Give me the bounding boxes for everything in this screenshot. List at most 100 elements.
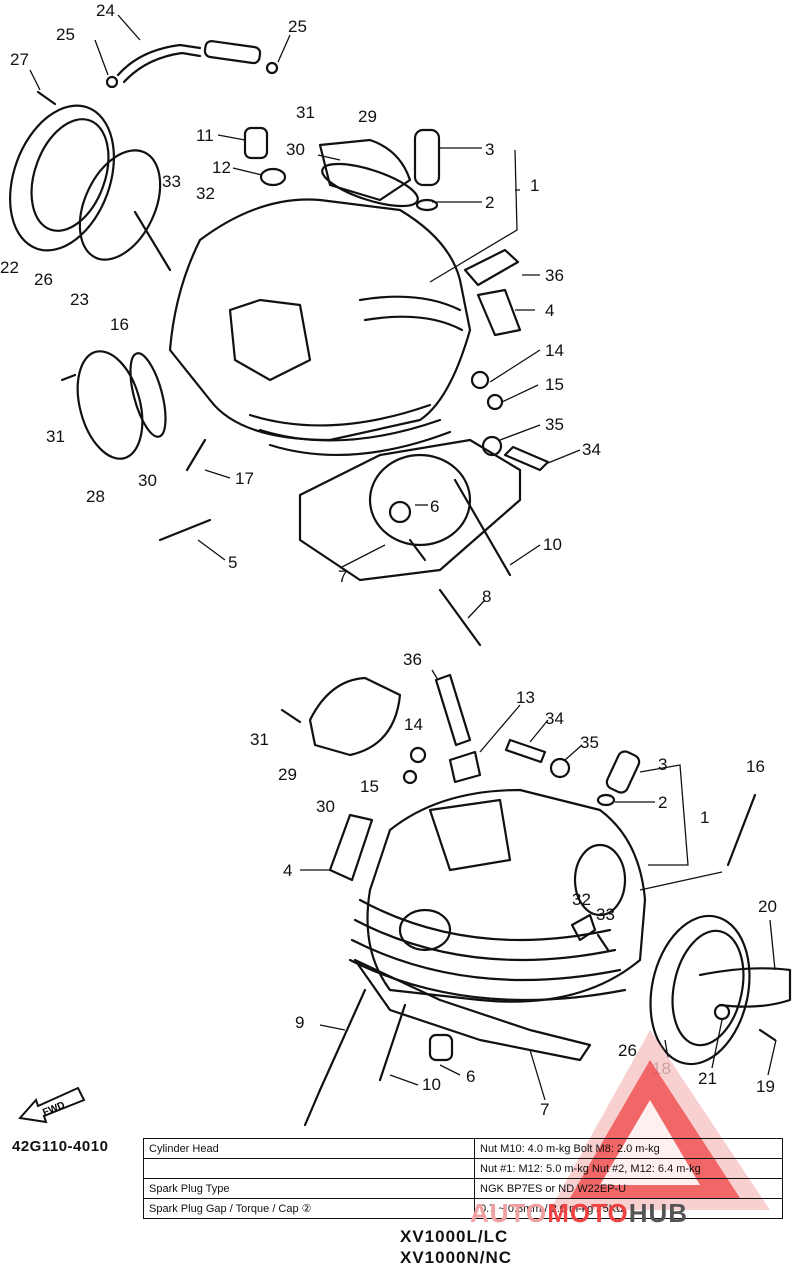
part-15 [486,393,504,411]
callout-29-bottom: 29 [278,765,297,784]
callout-31-bottom: 31 [250,730,269,749]
fins-side [358,295,464,332]
spec-label: Spark Plug Type [143,1178,475,1199]
dowel-6-bottom [428,1033,454,1062]
part-14-bottom [409,746,427,764]
callout-27: 27 [10,50,29,69]
part-32-bottom [570,913,597,942]
bolt-27 [36,90,57,106]
callout-7-bottom: 7 [540,1100,549,1119]
spec-label [143,1158,475,1179]
bracket-20 [698,967,792,1008]
cover-28 [76,350,144,460]
callout-20: 20 [758,897,777,916]
callout-19: 19 [756,1077,775,1096]
hose-section [203,39,262,65]
callout-25-left: 25 [56,25,75,44]
callout-17: 17 [235,469,254,488]
callout-24: 24 [96,1,115,20]
callout-16-bottom: 16 [746,757,765,776]
callout-31-left: 31 [46,427,65,446]
top-assembly [9,39,550,647]
spec-value: Nut M10: 4.0 m-kg Bolt M8: 2.0 m-kg [474,1138,783,1159]
fin-b2 [353,918,617,962]
callout-3-top: 3 [485,140,494,159]
callout-11: 11 [196,126,214,145]
part-13 [448,750,482,784]
callout-21: 21 [698,1069,717,1088]
callout-35-bottom: 35 [580,733,599,752]
callout-29-top: 29 [358,107,377,126]
part-33-bottom [596,933,610,952]
side-port [398,908,452,952]
side-cover-26 [649,914,751,1066]
bolt-31-bottom [280,708,302,724]
watermark-text-part: AUTO [470,1198,548,1228]
callout-16-top: 16 [110,315,129,334]
callout-30-left: 30 [138,471,157,490]
pipe-5 [158,518,212,542]
callout-23: 23 [70,290,89,309]
callout-32-bottom: 32 [572,890,591,909]
watermark-text: AUTOMOTOHUB [470,1198,688,1229]
callout-14-top: 14 [545,341,564,360]
callout-34-bottom: 34 [545,709,564,728]
oring-30-left [129,352,167,438]
washer-35-bottom [549,757,571,779]
union-bolt-34 [503,445,550,472]
spark-plug-36-bottom [434,673,472,747]
part-14 [470,370,490,390]
callout-13: 13 [516,688,535,707]
side-cover-inner [30,118,110,232]
gasket-23 [78,149,162,261]
part-21 [713,1003,731,1021]
callout-5: 5 [228,553,237,572]
cylinder-head-top [168,198,472,442]
part-11 [243,126,269,160]
model-name: XV1000L/LC [400,1227,509,1246]
valve-cover-29-bottom [308,676,402,757]
spec-row: Cylinder Head Nut M10: 4.0 m-kg Bolt M8:… [143,1138,783,1159]
spec-row: Spark Plug Gap / Torque / Cap ② 0.7 ~ 0.… [143,1198,783,1219]
callout-7-top: 7 [338,567,347,586]
valve-cover-29 [318,138,412,202]
spec-row: Nut #1: M12: 5.0 m-kg Nut #2, M12: 6.4 m… [143,1158,783,1179]
fin-b1 [358,898,612,942]
callout-10-bottom: 10 [422,1075,441,1094]
callout-8: 8 [482,587,491,606]
fin-b3 [350,938,622,982]
callout-3-bottom: 3 [658,755,667,774]
dowel-6 [388,500,412,524]
callouts-bottom: 36 13 31 34 35 14 3 16 29 1 15 2 30 4 32… [250,650,777,1119]
side-cover-inner-bottom [671,929,745,1047]
spec-row: Spark Plug Type NGK BP7ES or ND W22EP-U [143,1178,783,1199]
callout-28: 28 [86,487,105,506]
washer-35 [481,435,503,457]
callout-4-top: 4 [545,301,554,320]
watermark-text-part: HUB [628,1198,689,1228]
stud-17 [185,438,207,472]
callout-36-top: 36 [545,266,564,285]
exhaust-port [573,843,627,917]
callout-34-top: 34 [582,440,601,459]
spark-plug-36 [463,248,520,287]
bolt-16-bottom [726,793,757,867]
callout-30-top: 30 [286,140,305,159]
intake-port-top [228,298,312,382]
guide-3-bottom [605,750,641,794]
model-name: XV1000N/NC [400,1248,513,1267]
callout-4-bottom: 4 [283,861,292,880]
callout-22: 22 [0,258,19,277]
part-15-bottom [402,769,418,785]
forward-arrow-icon: FWD [18,1086,86,1124]
stud-10 [453,478,512,577]
gasket-7-bottom [353,958,592,1062]
callout-35-top: 35 [545,415,564,434]
bore-hole [368,453,472,547]
callout-15-bottom: 15 [360,777,379,796]
stud-9-thread [303,1088,322,1127]
part-4-bottom [328,813,374,882]
callout-2-top: 2 [485,193,494,212]
callout-26-bottom: 26 [618,1041,637,1060]
